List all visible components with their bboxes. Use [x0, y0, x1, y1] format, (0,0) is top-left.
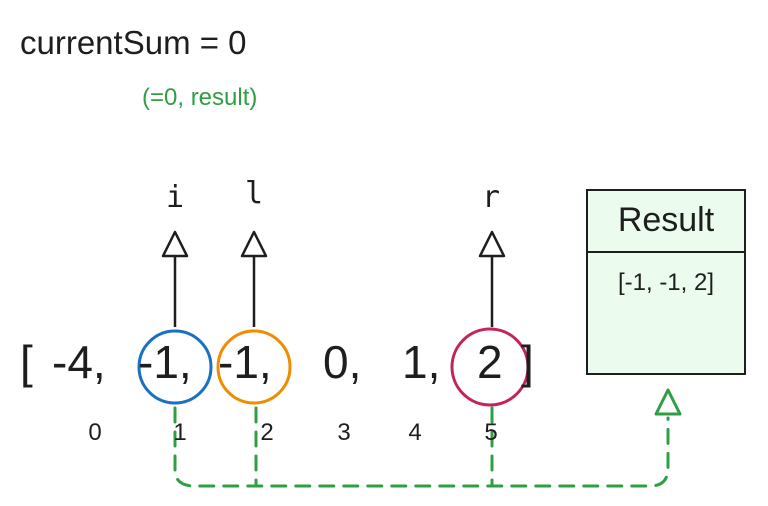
result-value: [-1, -1, 2] [617, 269, 715, 296]
array-item-2: -1, [218, 336, 272, 388]
result-box: Result [-1, -1, 2] [586, 189, 746, 375]
index-2: 2 [260, 419, 274, 446]
index-4: 4 [408, 419, 422, 446]
index-1: 1 [173, 419, 187, 446]
pointer-i-arrow [161, 230, 189, 327]
pointer-l-label: l [244, 176, 264, 211]
result-title: Result [617, 201, 715, 239]
array-open-bracket: [ [20, 336, 33, 388]
pointer-r-arrow [478, 230, 506, 327]
array-item-5: 2 [477, 336, 503, 388]
pointer-r-label: r [481, 180, 501, 215]
pointer-l-arrow [240, 230, 268, 327]
index-0: 0 [88, 419, 102, 446]
circle-index-2 [216, 329, 292, 405]
array-item-3: 0, [323, 336, 362, 388]
pointer-i-label: i [165, 180, 185, 215]
array-item-0: -4, [52, 336, 106, 388]
circle-index-5 [450, 327, 530, 407]
index-5: 5 [484, 419, 498, 446]
array-item-1: -1, [138, 336, 192, 388]
array-close-bracket: ] [521, 336, 534, 388]
result-connector [173, 406, 670, 488]
current-sum-label: currentSum = 0 [20, 24, 247, 61]
circle-index-1 [137, 329, 213, 405]
note-text: (=0, result) [142, 84, 258, 111]
result-divider [588, 251, 744, 253]
index-3: 3 [337, 419, 351, 446]
array-item-4: 1, [402, 336, 441, 388]
result-arrowhead [654, 388, 682, 416]
